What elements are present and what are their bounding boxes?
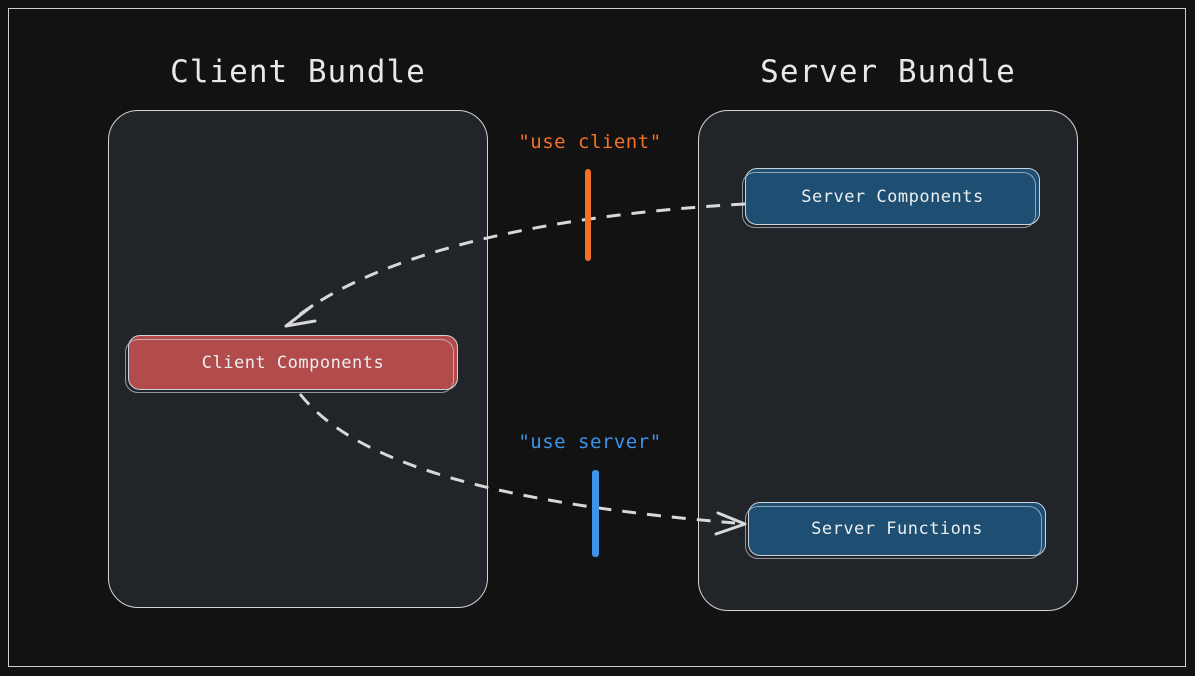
use-server-boundary-marker <box>592 470 599 557</box>
node-server-components[interactable]: Server Components <box>742 168 1040 228</box>
use-client-edge-label: "use client" <box>518 131 662 153</box>
node-client-components-label: Client Components <box>201 352 385 373</box>
node-server-components-label: Server Components <box>801 186 984 207</box>
use-client-boundary-marker <box>585 169 591 261</box>
client-bundle-title: Client Bundle <box>170 54 426 90</box>
use-server-edge-label: "use server" <box>518 431 662 453</box>
node-server-functions[interactable]: Server Functions <box>745 502 1046 559</box>
server-bundle-title: Server Bundle <box>760 54 1016 90</box>
node-server-functions-label: Server Functions <box>811 519 983 539</box>
node-client-components[interactable]: Client Components <box>125 335 458 393</box>
